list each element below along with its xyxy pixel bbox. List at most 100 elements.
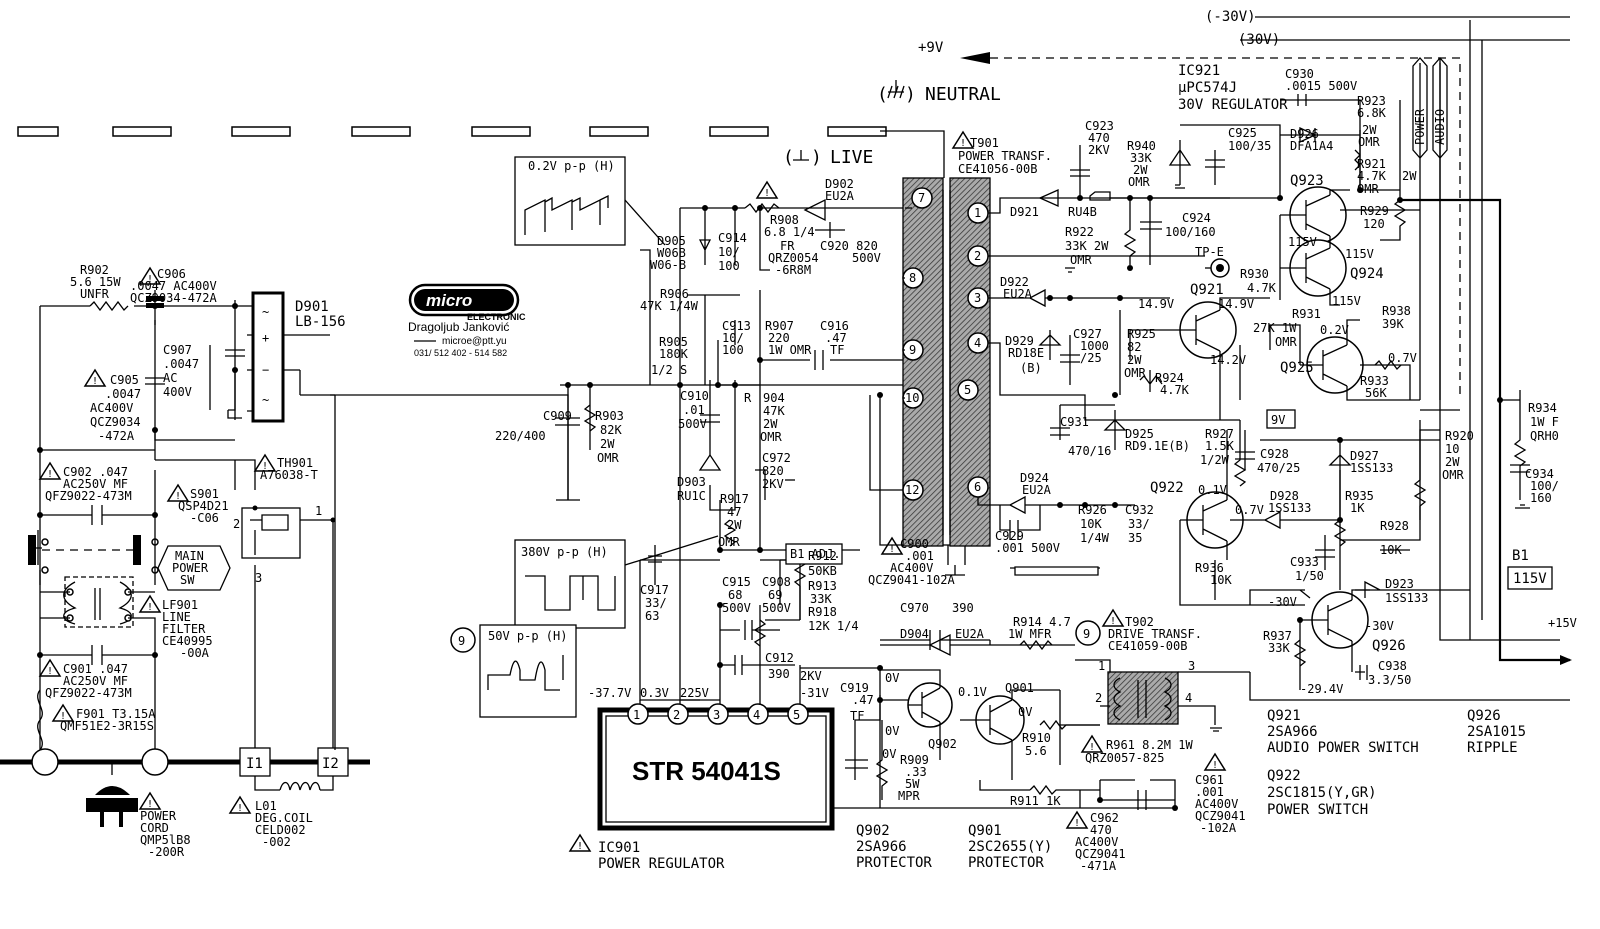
svg-text:0V: 0V [1018, 705, 1032, 719]
svg-text:14.9V: 14.9V [1218, 297, 1254, 311]
svg-text:I2: I2 [322, 756, 339, 772]
svg-text:FR: FR [780, 239, 795, 253]
svg-text:R909: R909 [900, 753, 929, 767]
svg-text:LB-156: LB-156 [295, 314, 346, 330]
t901-pin1: 1 [974, 206, 981, 220]
svg-text:33/: 33/ [645, 596, 667, 610]
svg-text:AC250V MF: AC250V MF [63, 674, 128, 688]
svg-text:R908: R908 [770, 213, 799, 227]
svg-text:Q926: Q926 [1467, 708, 1501, 724]
svg-text:C970: C970 [900, 601, 929, 615]
svg-text:IC901: IC901 [598, 840, 640, 856]
waveform-0.2v [514, 156, 666, 246]
svg-text:F901 T3.15A: F901 T3.15A [76, 707, 156, 721]
svg-text:OMR: OMR [718, 535, 740, 549]
svg-text:C962: C962 [1090, 811, 1119, 825]
protector-circuit [845, 669, 1176, 810]
svg-text:C920 820: C920 820 [820, 239, 878, 253]
svg-text:82K: 82K [600, 423, 622, 437]
svg-text:S901: S901 [190, 487, 219, 501]
rail-plus9: +9V [918, 40, 1461, 400]
svg-text:S: S [680, 363, 687, 377]
svg-text:): ) [811, 147, 822, 168]
svg-text:R940: R940 [1127, 139, 1156, 153]
svg-text:R930: R930 [1240, 267, 1269, 281]
svg-text:Q921: Q921 [1267, 708, 1301, 724]
svg-text:(-30V): (-30V) [1205, 9, 1256, 25]
svg-text:R936: R936 [1195, 561, 1224, 575]
svg-text:C938: C938 [1378, 659, 1407, 673]
t901-pin10: 10 [905, 391, 919, 405]
svg-text:C909: C909 [543, 409, 572, 423]
svg-text:!: ! [889, 544, 895, 555]
svg-text:2W: 2W [1127, 353, 1142, 367]
svg-text:500V: 500V [722, 601, 751, 615]
ic901-pin5: 5 [793, 708, 800, 722]
svg-text:R911 1K: R911 1K [1010, 794, 1061, 808]
svg-text:0V: 0V [882, 747, 896, 761]
secondary-30v [1065, 94, 1407, 278]
author-name: Dragoljub Janković [408, 320, 509, 334]
svg-text:CELD002: CELD002 [255, 823, 306, 837]
svg-text:C919: C919 [840, 681, 869, 695]
warning-icons: ! ! ! ! ! ! ! ! ! ! ! ! ! ! ! ! ! ! [38, 130, 1227, 852]
svg-text:1W OMR: 1W OMR [768, 343, 812, 357]
svg-text:D923: D923 [1385, 577, 1414, 591]
author-email: microe@ptt.yu [442, 336, 507, 347]
svg-text:33/: 33/ [1128, 517, 1150, 531]
svg-text:.01: .01 [683, 403, 705, 417]
svg-text:-6R8M: -6R8M [775, 263, 811, 277]
svg-text:AC400V: AC400V [1075, 835, 1118, 849]
svg-text:PROTECTOR: PROTECTOR [968, 855, 1044, 871]
t901-power-transformer: 7 8 9 10 12 1 2 3 4 5 6 [869, 177, 1240, 547]
svg-text:QMF51E2-3R15S: QMF51E2-3R15S [60, 719, 154, 733]
svg-text:100: 100 [718, 259, 740, 273]
svg-text:904: 904 [763, 391, 785, 405]
svg-text:100/: 100/ [1530, 479, 1559, 493]
svg-text:50V p-p (H): 50V p-p (H) [488, 629, 567, 643]
svg-text:-472A: -472A [98, 429, 135, 443]
svg-text:R933: R933 [1360, 374, 1389, 388]
svg-text:120: 120 [1363, 217, 1385, 231]
svg-text:(: ( [783, 147, 794, 168]
svg-text:0.1V: 0.1V [1198, 483, 1227, 497]
svg-text:Q924: Q924 [1350, 266, 1384, 282]
svg-text:RIPPLE: RIPPLE [1467, 740, 1518, 756]
b1-label: B1 [1512, 548, 1529, 564]
svg-text:82: 82 [1127, 340, 1141, 354]
svg-text:R935: R935 [1345, 489, 1374, 503]
svg-text:OMR: OMR [1128, 175, 1150, 189]
svg-text:POWER SWITCH: POWER SWITCH [1267, 802, 1368, 818]
junction-dots-left [37, 303, 238, 658]
svg-text:R902: R902 [80, 263, 109, 277]
svg-text:47K 1/4W: 47K 1/4W [640, 299, 699, 313]
warning-icon: ! [228, 795, 252, 814]
svg-text:D902: D902 [825, 177, 854, 191]
svg-text:Q921: Q921 [1190, 282, 1224, 298]
svg-text:OMR: OMR [760, 430, 782, 444]
t901-pin7: 7 [918, 191, 925, 205]
svg-text:R910: R910 [1022, 731, 1051, 745]
svg-text:LIVE: LIVE [830, 147, 873, 168]
svg-text:D904: D904 [900, 627, 929, 641]
svg-text:OMR: OMR [1124, 366, 1146, 380]
v9-box: 9V [1271, 413, 1285, 427]
svg-text:1.5K: 1.5K [1205, 439, 1235, 453]
svg-text:W06-B: W06-B [650, 258, 686, 272]
svg-text:C900: C900 [900, 537, 929, 551]
voltage-tags: 115V B1 9V +15V B1 ADJ. [785, 409, 1577, 665]
ic901-pin4: 4 [753, 708, 760, 722]
svg-text:10/: 10/ [722, 331, 744, 345]
svg-text:400V: 400V [163, 385, 192, 399]
warning-icon: ! [83, 368, 107, 387]
svg-text:12K 1/4: 12K 1/4 [808, 619, 859, 633]
svg-text:CE40995: CE40995 [162, 634, 213, 648]
svg-text:R937: R937 [1263, 629, 1292, 643]
svg-text:-102A: -102A [1200, 821, 1237, 835]
t901-pin6: 6 [974, 480, 981, 494]
c970-d904: 9 [462, 620, 1101, 657]
svg-text:C905: C905 [110, 373, 139, 387]
svg-text:C902 .047: C902 .047 [63, 465, 128, 479]
svg-text:R924: R924 [1155, 371, 1184, 385]
svg-text:.0015 500V: .0015 500V [1285, 79, 1357, 93]
